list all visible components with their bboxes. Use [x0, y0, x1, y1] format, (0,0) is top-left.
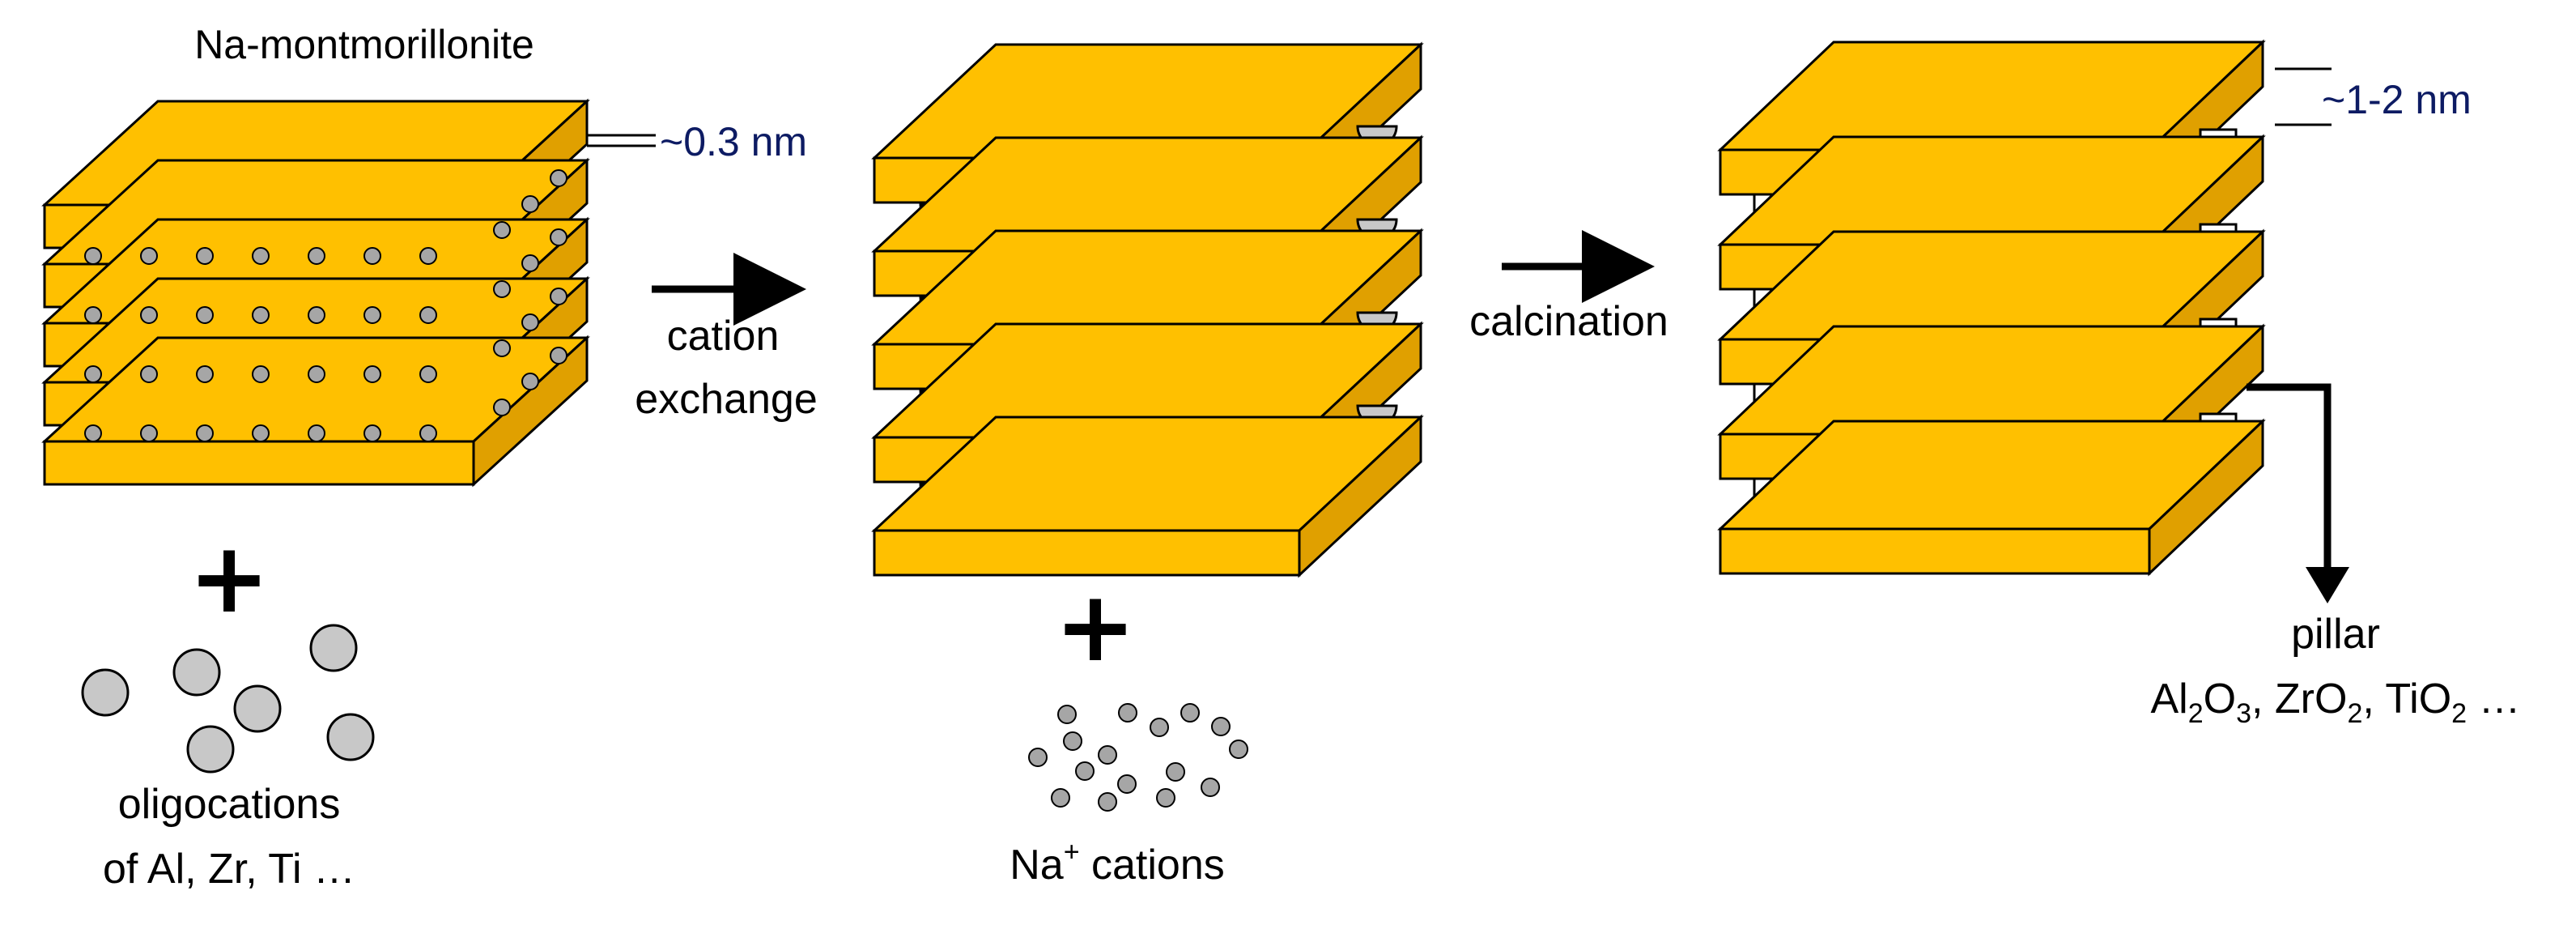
- na-ion: [521, 195, 539, 213]
- interlayer-dimension-large: ~1-2 nm: [2275, 67, 2472, 126]
- pillar-pointer-arrow: [2247, 383, 2349, 603]
- interlayer-ions-3: [84, 288, 567, 383]
- na-ion: [252, 306, 270, 324]
- na-cation-dot: [1211, 717, 1231, 736]
- na-ion: [550, 347, 567, 364]
- na-ion: [363, 424, 381, 442]
- interlayer-dimension-small: ~0.3 nm: [587, 119, 807, 164]
- na-cation-dot: [1201, 778, 1220, 797]
- oligocations-label-line2: of Al, Zr, Ti …: [103, 846, 355, 893]
- oligocations-label-line1: oligocations: [118, 781, 341, 828]
- na-ion: [363, 247, 381, 265]
- na-ion: [84, 247, 102, 265]
- na-ion: [252, 247, 270, 265]
- interlayer-ions-1: [84, 169, 567, 265]
- na-ion: [84, 424, 102, 442]
- na-cation-dot: [1150, 718, 1169, 737]
- na-cation-dot: [1229, 740, 1248, 759]
- na-montmorillonite-stack: [41, 98, 590, 488]
- oligocation-particle: [172, 648, 221, 697]
- pillar-oxides-label: Al2O3, ZrO2, TiO2 …: [2150, 676, 2520, 729]
- pillar-label: pillar: [2291, 611, 2380, 658]
- na-cation-dot: [1118, 703, 1137, 723]
- plus-sign-oligocations: +: [189, 522, 270, 635]
- oligocation-particle: [81, 668, 130, 717]
- interlayer-ions-4: [84, 347, 567, 442]
- na-ion: [419, 306, 437, 324]
- na-ion: [308, 424, 325, 442]
- na-ion: [419, 424, 437, 442]
- na-ion: [252, 424, 270, 442]
- exchanged-clay-stack: [871, 41, 1424, 578]
- plus-sign-na-cations: +: [1055, 571, 1137, 684]
- na-cation-dot: [1098, 792, 1117, 812]
- na-cation-dot: [1180, 703, 1200, 723]
- na-ion: [550, 288, 567, 305]
- oligocation-particle: [326, 713, 375, 761]
- cation-exchange-label-line2: exchange: [635, 376, 818, 423]
- na-ion: [550, 228, 567, 246]
- na-cation-dot: [1051, 788, 1070, 808]
- na-ion: [493, 339, 511, 357]
- na-ion: [521, 313, 539, 331]
- na-ion: [84, 365, 102, 383]
- na-cation-particles: [1028, 703, 1248, 812]
- na-ion: [419, 247, 437, 265]
- na-cation-dot: [1063, 731, 1082, 751]
- oligocation-particle: [186, 725, 235, 774]
- clay-layer-5: [41, 335, 590, 488]
- na-cation-dot: [1028, 748, 1048, 767]
- pillared-clay-stack: [1717, 39, 2266, 577]
- na-ion: [308, 365, 325, 383]
- dimension-label-small: ~0.3 nm: [660, 119, 807, 164]
- na-ion: [363, 365, 381, 383]
- na-ion: [252, 365, 270, 383]
- na-ion: [308, 306, 325, 324]
- na-ion: [493, 280, 511, 298]
- na-ion: [363, 306, 381, 324]
- na-ion: [493, 399, 511, 416]
- oligocation-particle: [309, 624, 358, 672]
- na-ion: [550, 169, 567, 187]
- dimension-label-large: ~1-2 nm: [2322, 77, 2472, 122]
- clay-layer-5: [1717, 418, 2266, 577]
- layer-front-face: [873, 529, 1301, 577]
- na-cation-dot: [1098, 745, 1117, 765]
- na-ion: [196, 306, 214, 324]
- na-cation-dot: [1057, 705, 1077, 724]
- na-ion: [140, 306, 158, 324]
- na-ion: [308, 247, 325, 265]
- na-cation-dot: [1117, 774, 1137, 794]
- interlayer-ions-2: [84, 228, 567, 324]
- na-ion: [140, 424, 158, 442]
- na-ion: [493, 221, 511, 239]
- na-ion: [521, 373, 539, 390]
- calcination-label: calcination: [1469, 298, 1668, 345]
- clay-layer-5: [871, 414, 1424, 578]
- oligocation-particle: [233, 684, 282, 733]
- na-cation-dot: [1156, 788, 1175, 808]
- na-ion: [419, 365, 437, 383]
- na-ion: [140, 247, 158, 265]
- layer-front-face: [1719, 527, 2151, 575]
- cation-exchange-label-line1: cation: [667, 313, 780, 360]
- na-ion: [196, 247, 214, 265]
- na-ion: [196, 424, 214, 442]
- layer-front-face: [43, 440, 475, 486]
- calcination-arrow: calcination: [1469, 230, 1668, 345]
- na-ion: [140, 365, 158, 383]
- na-ion: [84, 306, 102, 324]
- na-cation-dot: [1166, 762, 1185, 782]
- na-ion: [196, 365, 214, 383]
- na-cation-dot: [1075, 761, 1095, 781]
- na-cations-label: Na+ cations: [1010, 837, 1225, 889]
- oligocation-particles: [81, 624, 375, 774]
- na-ion: [521, 254, 539, 272]
- cation-exchange-arrow: cation exchange: [635, 253, 818, 423]
- title-label: Na-montmorillonite: [194, 22, 534, 67]
